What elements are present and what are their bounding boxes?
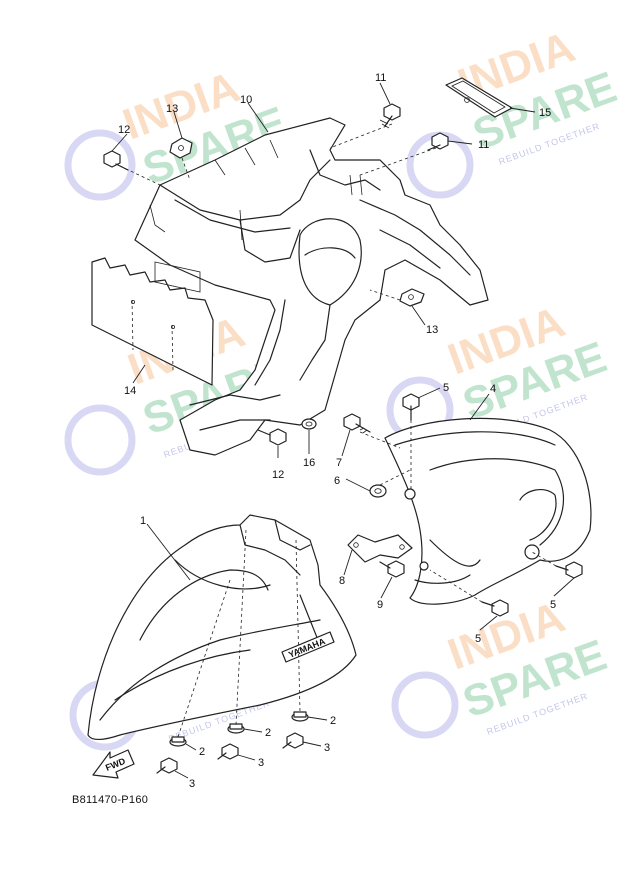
callout-2: 2 xyxy=(265,727,271,739)
assembly-guides xyxy=(119,123,557,738)
clip-2-middle xyxy=(227,723,245,734)
callout-12: 12 xyxy=(118,124,130,136)
nut-13-lower xyxy=(399,288,425,307)
bolt-5-top xyxy=(402,393,420,421)
clip-2-left xyxy=(169,736,187,747)
callout-labels: 1 2 2 2 3 3 3 4 5 5 5 6 7 8 9 10 11 11 1… xyxy=(118,72,556,790)
part-rear-inner-fender xyxy=(134,117,489,456)
callout-3: 3 xyxy=(324,742,330,754)
callout-3: 3 xyxy=(258,757,264,769)
clip-2-right xyxy=(291,711,309,722)
callout-10: 10 xyxy=(240,94,252,106)
bolt-9 xyxy=(379,560,405,578)
part-flap-plate xyxy=(91,257,214,386)
watermark-bottom-right: INDIA SPARE REBUILD TOGETHER xyxy=(391,592,613,739)
bolt-12-lower xyxy=(257,428,287,446)
washer-16 xyxy=(301,418,317,430)
bolt-11-upper xyxy=(379,103,401,129)
callout-15: 15 xyxy=(539,107,551,119)
callout-8: 8 xyxy=(339,575,345,587)
callout-16: 16 xyxy=(303,457,315,469)
forward-arrow-icon: FWD xyxy=(92,749,135,779)
callout-13: 13 xyxy=(426,324,438,336)
screw-3-right xyxy=(282,732,304,749)
callout-1: 1 xyxy=(140,515,146,527)
bolt-5-bottom xyxy=(481,599,509,617)
diagram-reference-code: B811470-P160 xyxy=(72,794,149,806)
callout-11: 11 xyxy=(375,72,386,84)
collar-6 xyxy=(369,484,387,498)
callout-5: 5 xyxy=(475,633,481,645)
part-rear-fender xyxy=(384,417,592,605)
bolt-11-lower xyxy=(427,132,449,151)
callout-13: 13 xyxy=(166,103,178,115)
callout-2: 2 xyxy=(330,715,336,727)
callout-4: 4 xyxy=(490,383,496,395)
callout-9: 9 xyxy=(377,599,383,611)
callout-12: 12 xyxy=(272,469,284,481)
callout-7: 7 xyxy=(336,457,342,469)
part-bracket xyxy=(347,534,413,563)
leader-lines xyxy=(111,82,575,779)
callout-3: 3 xyxy=(189,778,195,790)
bolt-5-right xyxy=(555,561,583,579)
part-front-fender: YAMAHA xyxy=(87,514,357,741)
bolt-7 xyxy=(343,413,371,434)
screw-3-middle xyxy=(217,743,239,760)
callout-14: 14 xyxy=(124,385,136,397)
callout-5: 5 xyxy=(443,382,449,394)
screw-3-left xyxy=(156,757,178,774)
bolt-12-upper xyxy=(103,150,129,171)
callout-6: 6 xyxy=(334,475,340,487)
callout-2: 2 xyxy=(199,746,205,758)
callout-11: 11 xyxy=(478,139,489,151)
callout-5: 5 xyxy=(550,599,556,611)
